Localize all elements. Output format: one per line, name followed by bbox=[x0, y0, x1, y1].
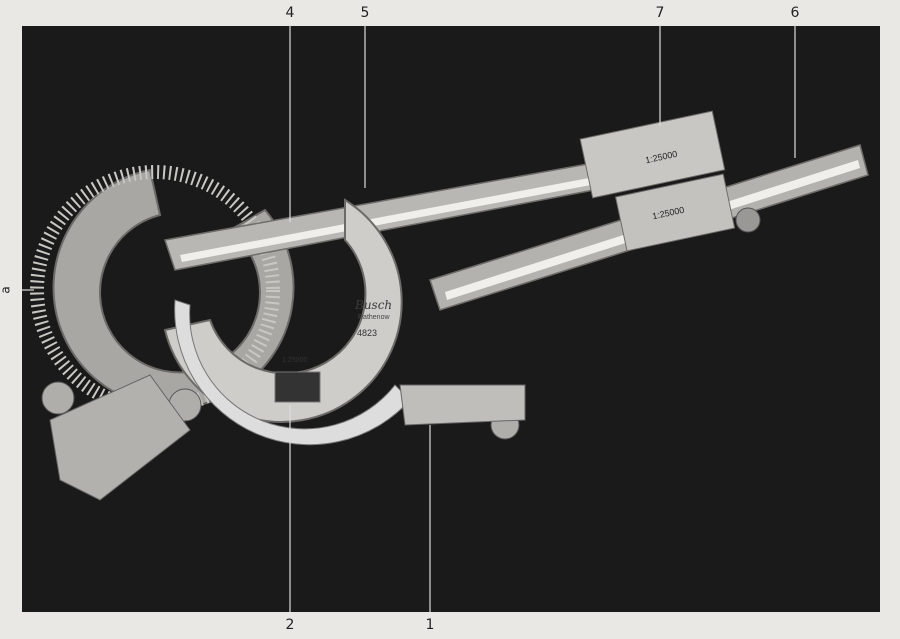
label-4: 4 bbox=[285, 5, 295, 21]
lower-bracket bbox=[49, 374, 191, 501]
leader-lines bbox=[22, 25, 796, 612]
vernier-window bbox=[274, 371, 321, 403]
label-7: 7 bbox=[655, 5, 665, 21]
city-text: Rathenow bbox=[358, 314, 390, 321]
brand-text: Busch bbox=[355, 298, 393, 312]
photograph bbox=[22, 26, 880, 612]
upper-slider bbox=[579, 110, 726, 199]
right-bracket bbox=[399, 384, 526, 426]
label-6: 6 bbox=[790, 5, 800, 21]
label-5: 5 bbox=[360, 5, 370, 21]
scale-main: 1:25000 bbox=[282, 357, 308, 364]
label-1: 1 bbox=[425, 617, 435, 633]
label-2: 2 bbox=[285, 617, 295, 633]
label-a: a bbox=[0, 286, 13, 294]
slider-knob bbox=[735, 207, 761, 233]
knob-left bbox=[41, 381, 75, 415]
model-number: 4823 bbox=[357, 328, 378, 338]
lower-slider bbox=[614, 173, 736, 252]
